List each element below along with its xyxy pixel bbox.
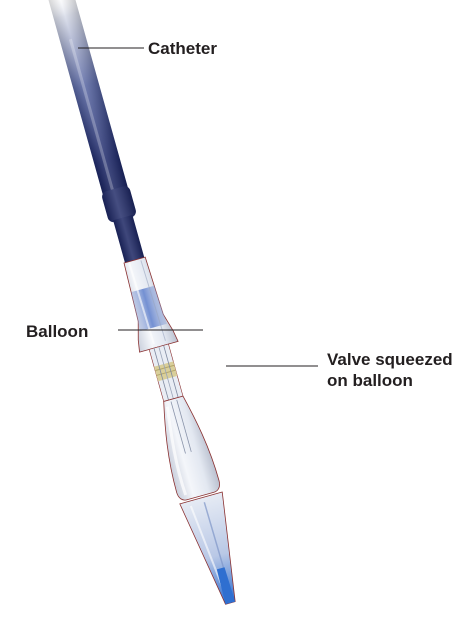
catheter-tube (47, 0, 131, 206)
catheter-tip (180, 492, 252, 609)
balloon-label: Balloon (26, 321, 88, 342)
valve-label-line-2: on balloon (327, 370, 453, 391)
valve (149, 344, 183, 403)
valve-label: Valve squeezed on balloon (327, 349, 453, 391)
balloon (115, 255, 178, 352)
lower-balloon (152, 393, 222, 502)
catheter-assembly (38, 0, 251, 609)
valve-label-line-1: Valve squeezed (327, 349, 453, 370)
catheter-label: Catheter (148, 38, 217, 59)
